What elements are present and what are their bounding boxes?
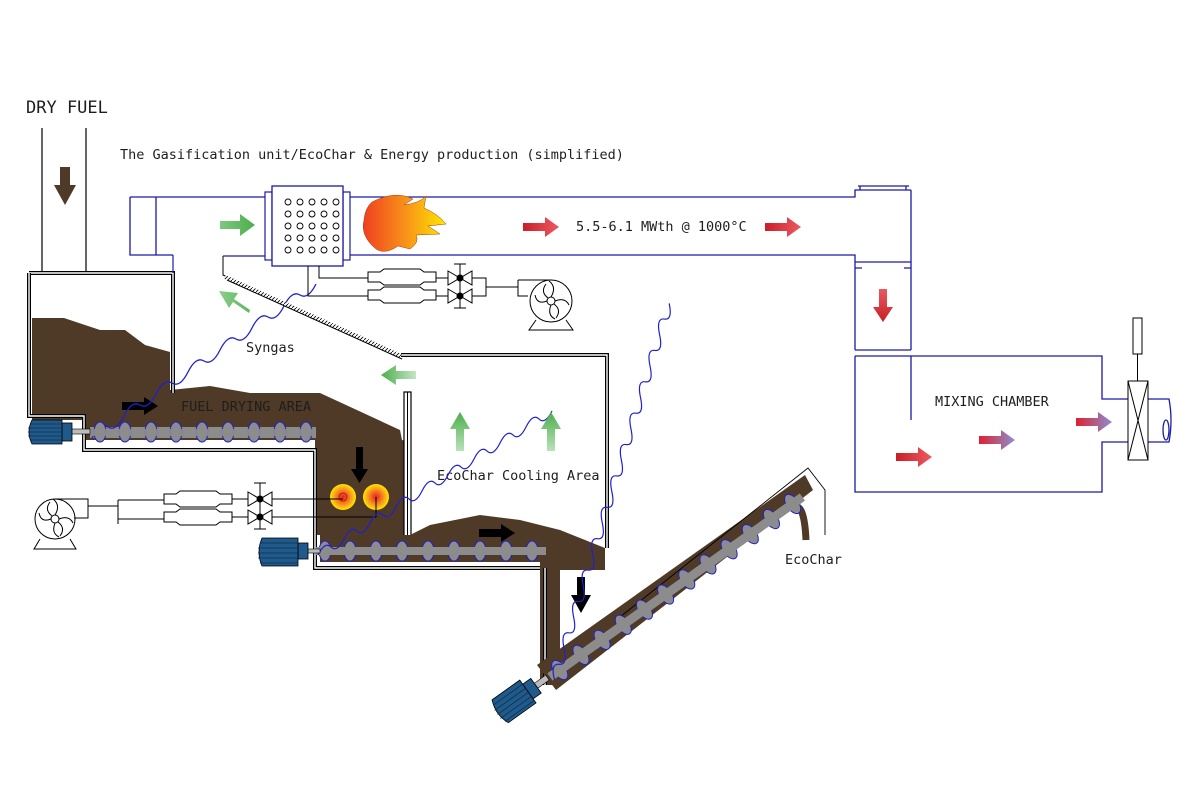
discharge-down-arrow-icon <box>571 577 591 613</box>
cooling-screw-conveyor <box>316 410 553 562</box>
discharge-screw-motor-icon <box>491 674 550 724</box>
fuel-down-arrow-icon <box>54 167 76 205</box>
syngas-label: Syngas <box>246 340 295 356</box>
burner-nozzle-1-icon <box>330 484 356 510</box>
cooling-arrow-up-2-icon <box>541 412 561 451</box>
combustion-duct <box>129 185 1172 493</box>
hot-gas-arrow-1-icon <box>523 217 559 237</box>
dry-fuel-label: DRY FUEL <box>26 98 108 118</box>
diagram-title: The Gasification unit/EcoChar & Energy p… <box>120 147 624 163</box>
outlet-damper-icon <box>1127 317 1149 461</box>
mixing-arrow-1-icon <box>896 447 932 467</box>
fuel-inlet-chute <box>41 128 87 272</box>
valve-lower-icon <box>247 482 273 530</box>
hot-gas-down-arrow-icon <box>873 289 893 322</box>
ecochar-flow-arrow-icon <box>479 524 515 542</box>
feed-down-arrow-icon <box>351 447 368 483</box>
inclined-discharge-conveyor <box>537 303 826 690</box>
drying-screw-motor-icon <box>28 419 91 445</box>
fuel-flow-arrow-icon <box>122 397 158 415</box>
drying-screw-conveyor <box>90 283 317 443</box>
cooling-screw-motor-icon <box>258 537 321 567</box>
flame-icon <box>363 194 447 252</box>
power-output-label: 5.5-6.1 MWth @ 1000°C <box>576 219 747 235</box>
cooling-arrow-up-1-icon <box>450 412 470 451</box>
ecochar-cooling-area-label: EcoChar Cooling Area <box>437 468 600 484</box>
ecochar-label: EcoChar <box>785 552 842 568</box>
air-blower-lower-icon <box>33 498 89 550</box>
air-supply-line-upper <box>307 263 574 331</box>
air-blower-upper-icon <box>517 279 574 331</box>
air-supply-line-lower <box>33 482 377 550</box>
syngas-hood <box>172 255 403 360</box>
fuel-drying-area-label: FUEL DRYING AREA <box>181 399 311 415</box>
syngas-arrow-diagonal-icon <box>219 291 250 313</box>
syngas-arrow-inlet-icon <box>220 214 255 236</box>
valve-upper-icon <box>447 263 473 309</box>
mixing-chamber-label: MIXING CHAMBER <box>935 394 1050 410</box>
hot-gas-arrow-2-icon <box>765 217 801 237</box>
mixing-arrow-3-icon <box>1076 412 1112 432</box>
mixing-arrow-2-icon <box>979 430 1015 450</box>
burner-block <box>264 185 351 267</box>
syngas-arrow-left-icon <box>381 365 416 385</box>
